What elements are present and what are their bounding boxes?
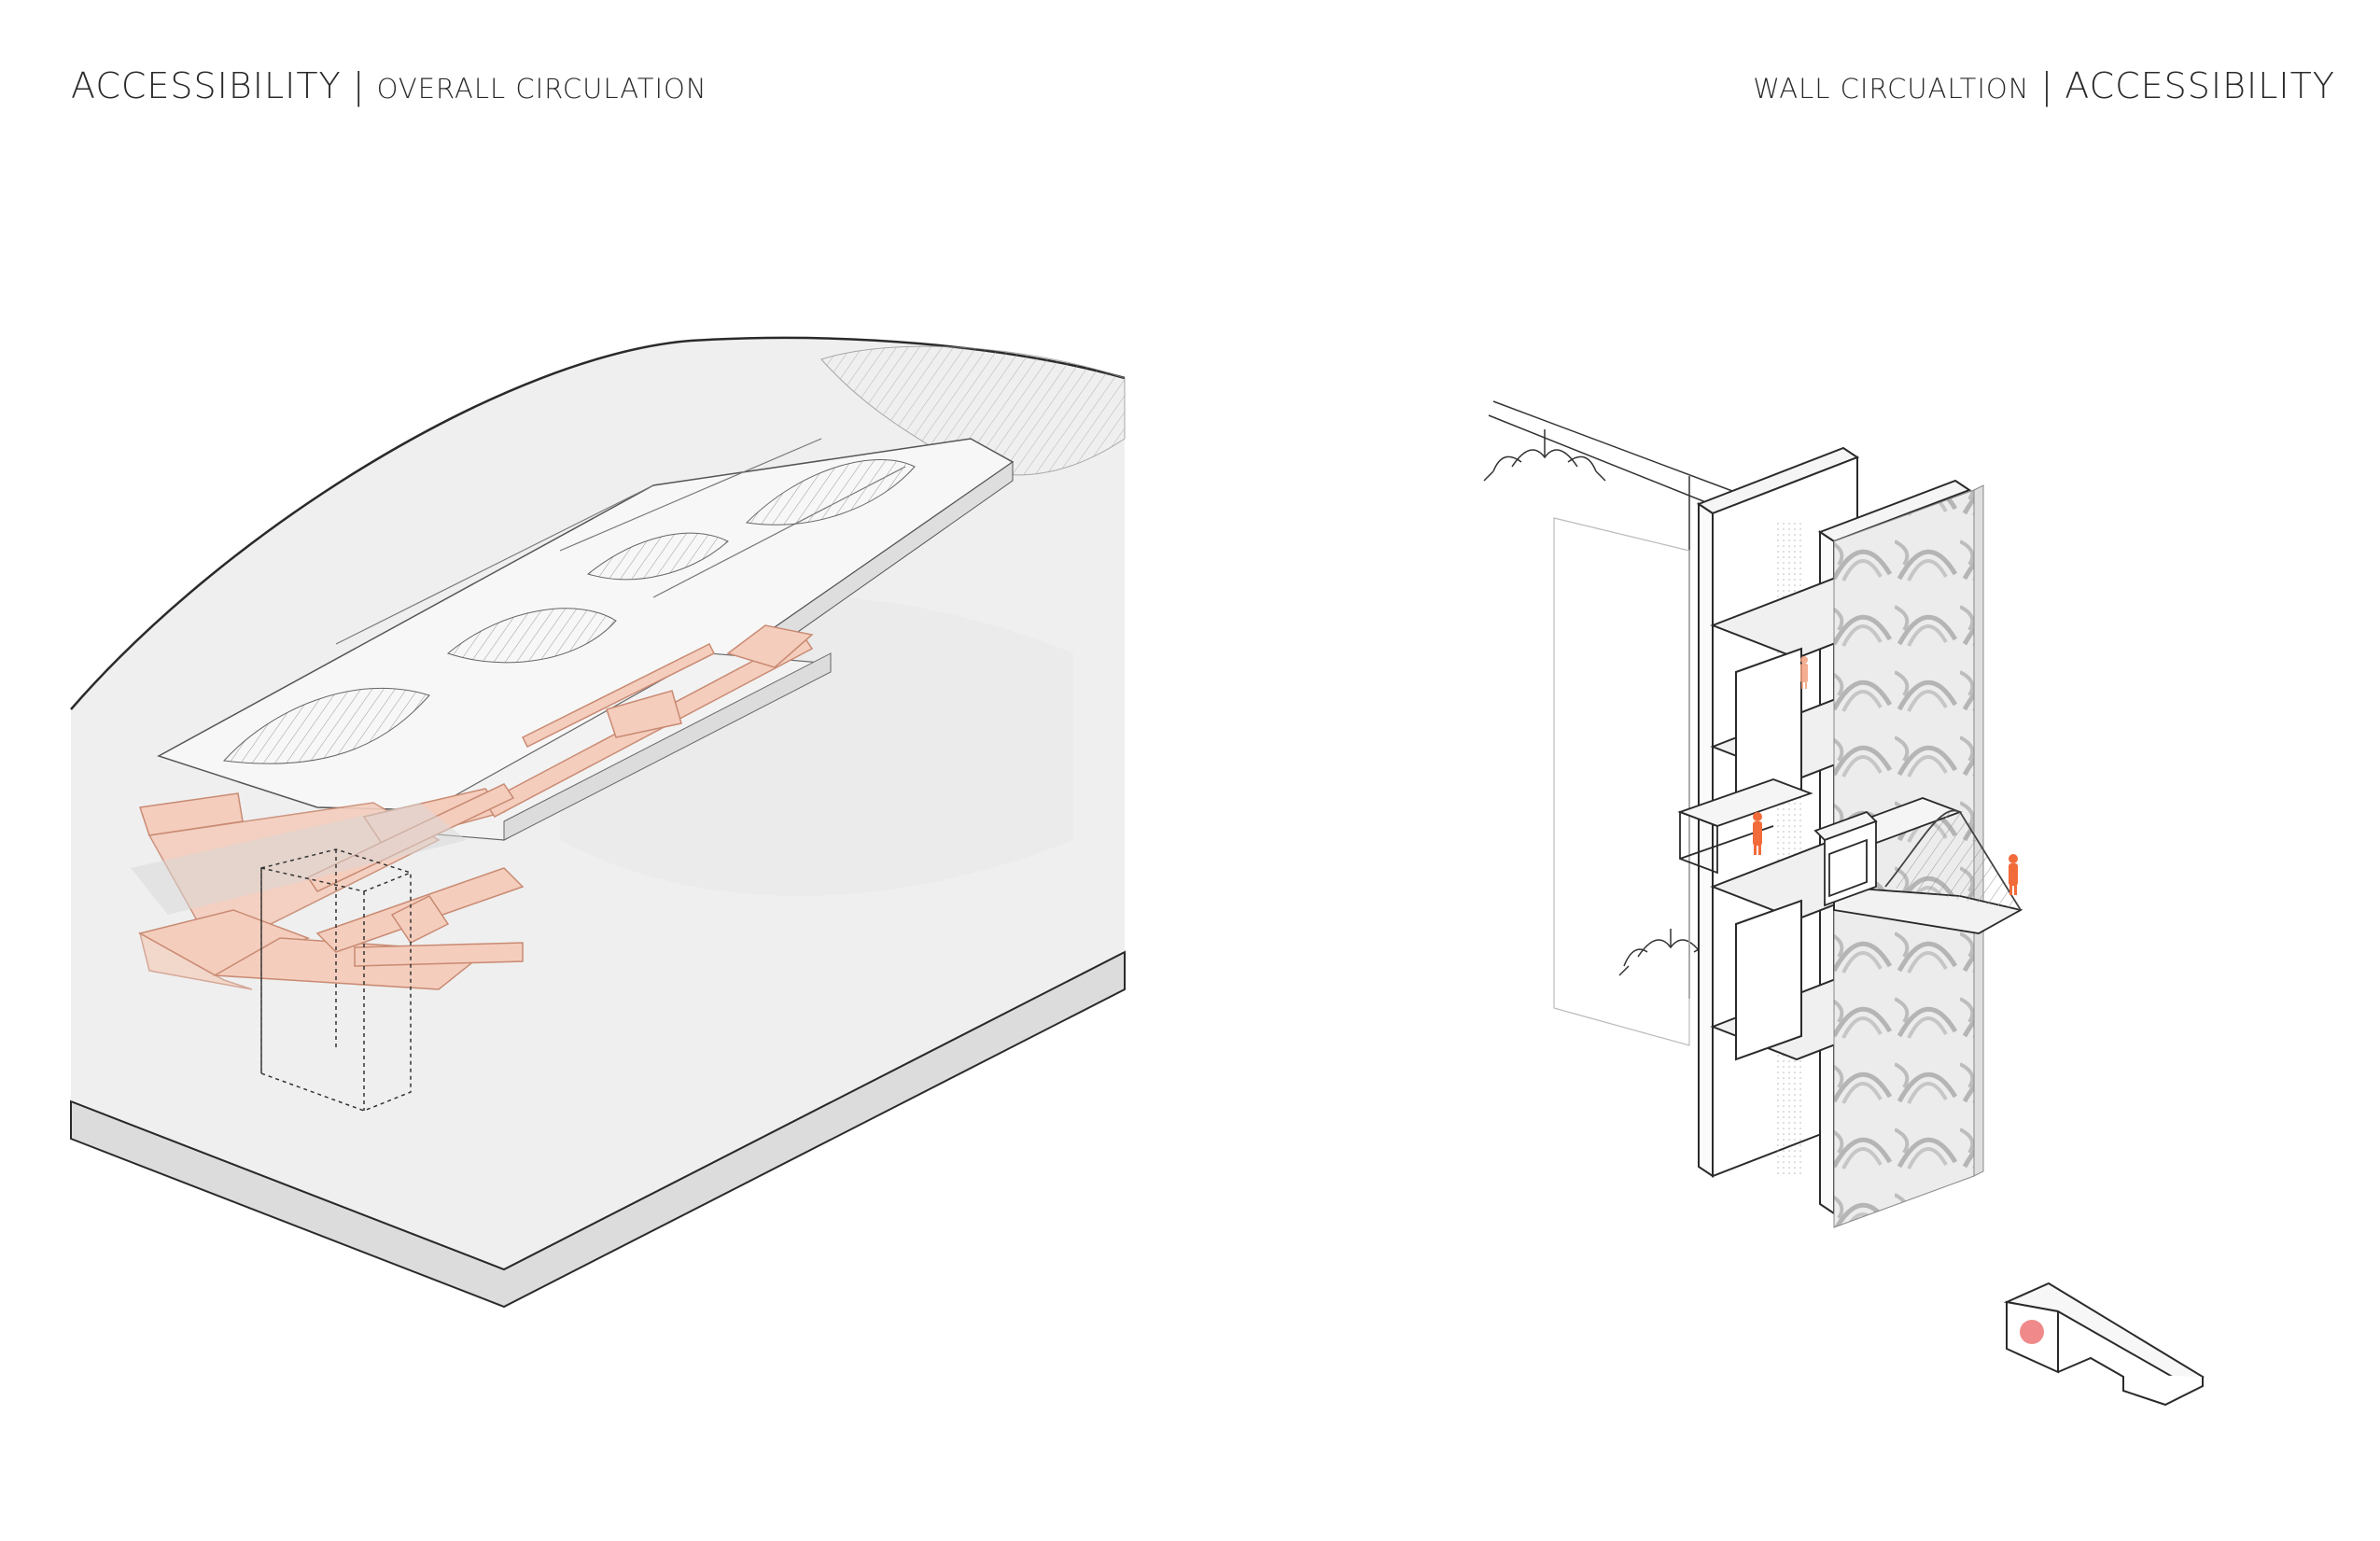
right-header-separator: | (2040, 65, 2054, 106)
hanging-device-top (1483, 429, 1606, 482)
human-figure-icon (1800, 656, 1808, 689)
human-figure-icon (2009, 854, 2018, 895)
key-locator (2003, 1282, 2205, 1407)
elevator-box (1813, 810, 1878, 907)
right-header-title: ACCESSIBILITY (2065, 65, 2335, 106)
left-header-separator: | (352, 65, 366, 106)
right-header: WALL CIRCUALTION | ACCESSIBILITY (1753, 65, 2335, 106)
location-dot-icon (2020, 1320, 2044, 1344)
elevator-shaft (260, 848, 412, 1112)
left-header-title: ACCESSIBILITY (71, 65, 342, 106)
wall-structure (1696, 446, 1972, 1215)
overall-circulation-diagram (70, 336, 1126, 1309)
left-header-subtitle: OVERALL CIRCULATION (376, 73, 707, 105)
wall-circulation-diagram (1483, 400, 2023, 1228)
right-header-subtitle: WALL CIRCUALTION (1753, 73, 2030, 105)
left-header: ACCESSIBILITY| OVERALL CIRCULATION (71, 65, 707, 106)
hatched-hill (820, 345, 1126, 476)
human-figure-icon (1753, 812, 1762, 855)
